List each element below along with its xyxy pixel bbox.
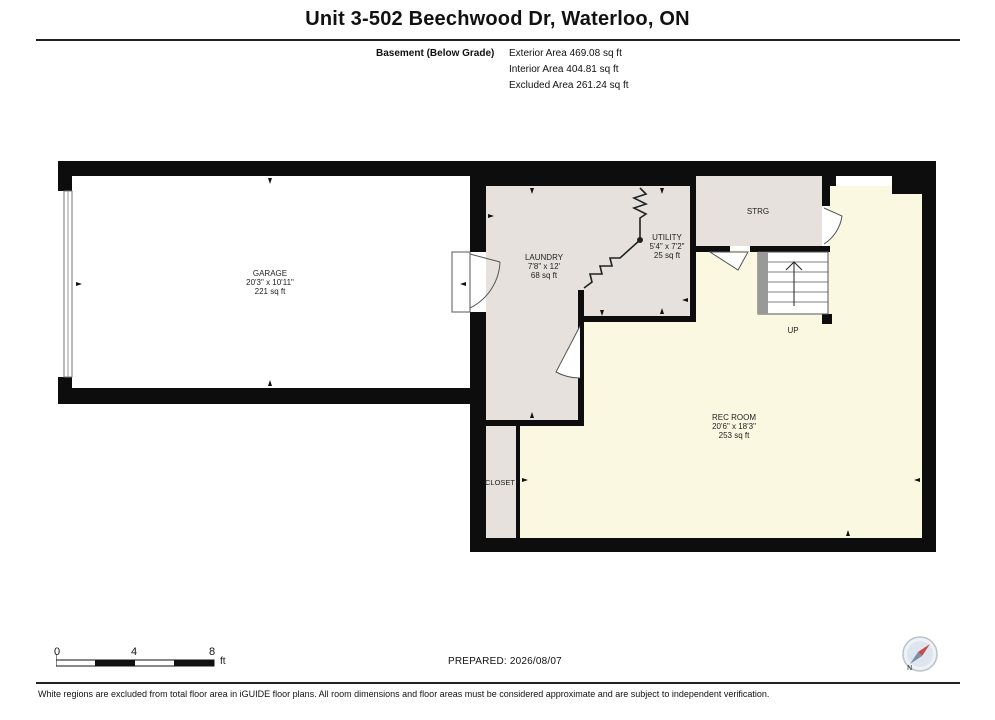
- stair-door: [708, 251, 749, 271]
- interior-area: Interior Area 404.81 sq ft: [509, 64, 619, 75]
- utility-bifold-door: [631, 187, 649, 240]
- svg-text:N: N: [907, 664, 912, 672]
- scale-unit: ft: [220, 656, 226, 667]
- storage-door: [823, 207, 843, 245]
- scale-bar: [56, 654, 215, 667]
- scale-label-0: 0: [54, 646, 61, 658]
- area-values: Exterior Area 469.08 sq ft Interior Area…: [509, 46, 629, 94]
- laundry-name: LAUNDRY: [525, 253, 564, 262]
- footer-rule: [36, 682, 960, 684]
- laundry-area: 68 sq ft: [531, 271, 558, 280]
- storage-name: STRG: [747, 207, 769, 216]
- garage-laundry-door: [451, 251, 471, 313]
- exterior-area: Exterior Area 469.08 sq ft: [509, 48, 622, 59]
- rec-room-name: REC ROOM: [712, 413, 756, 422]
- utility-dims: 5'4" x 7'2": [650, 242, 685, 251]
- garage-dims: 20'3" x 10'11": [246, 278, 294, 287]
- scale-label-4: 4: [131, 646, 138, 658]
- header-rule: [36, 39, 960, 41]
- rec-room-dims: 20'6" x 18'3": [712, 422, 756, 431]
- level-label: Basement (Below Grade): [376, 48, 495, 59]
- laundry-rec-door: [555, 325, 581, 379]
- stairs: [757, 251, 829, 315]
- laundry-dims: 7'8" x 12': [528, 262, 561, 271]
- storage-floor: [696, 176, 822, 246]
- compass-icon: N: [902, 636, 938, 672]
- dimension-markers: [76, 178, 920, 536]
- utility-area: 25 sq ft: [654, 251, 681, 260]
- garage-area: 221 sq ft: [255, 287, 286, 296]
- plan-title: Unit 3-502 Beechwood Dr, Waterloo, ON: [305, 8, 690, 30]
- stairs-up-label: UP: [787, 326, 798, 335]
- disclaimer: White regions are excluded from total fl…: [38, 689, 770, 699]
- walls: [58, 161, 936, 552]
- closet-floor: [484, 426, 516, 538]
- closet-name: CLOSET: [485, 478, 515, 487]
- garage-name: GARAGE: [253, 269, 287, 278]
- garage-floor: [72, 176, 470, 388]
- excluded-area: Excluded Area 261.24 sq ft: [509, 80, 629, 91]
- scale-label-8: 8: [209, 646, 216, 658]
- utility-name: UTILITY: [652, 233, 682, 242]
- rec-room-area: 253 sq ft: [719, 431, 750, 440]
- prepared-date: PREPARED: 2026/08/07: [448, 656, 562, 667]
